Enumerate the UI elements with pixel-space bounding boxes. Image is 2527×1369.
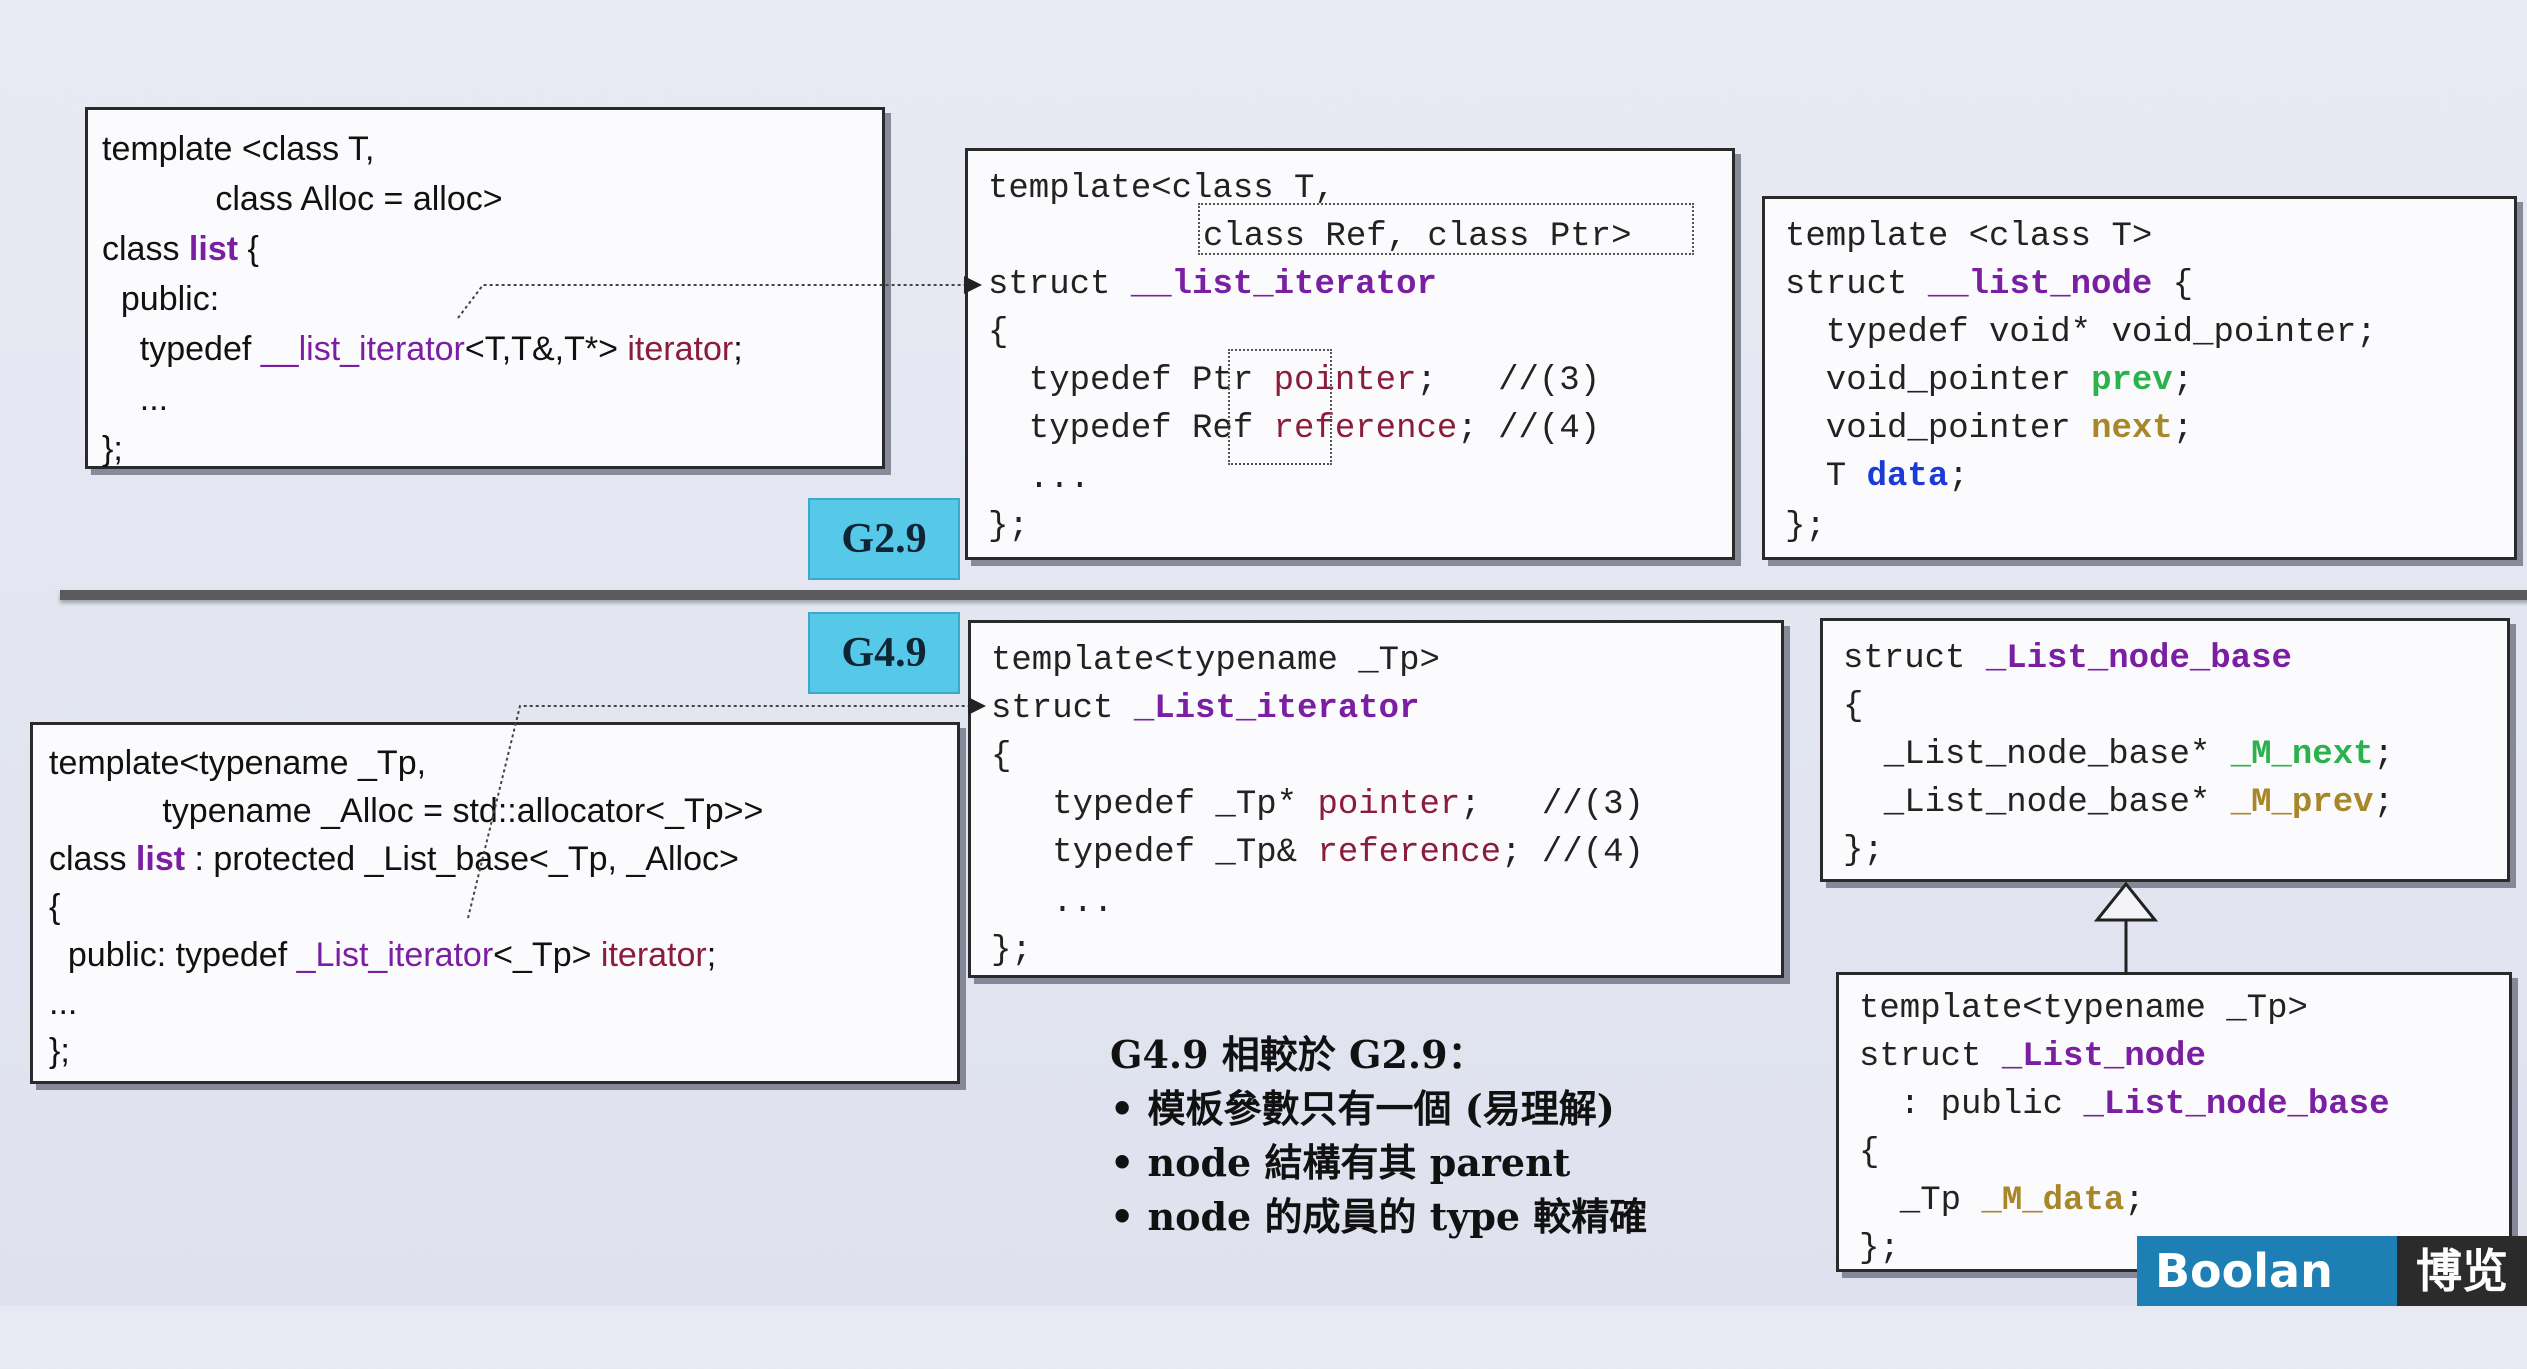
template-params-highlight bbox=[1198, 203, 1694, 255]
g29-list-code-box: template <class T, class Alloc = alloc> … bbox=[85, 107, 885, 469]
g29-list-code: template <class T, class Alloc = alloc> … bbox=[102, 130, 743, 468]
note-item: • 模板參數只有一個 (易理解) bbox=[1110, 1086, 1615, 1131]
comparison-notes: G4.9 相較於 G2.9： • 模板參數只有一個 (易理解) • node 結… bbox=[1110, 1024, 1647, 1240]
g29-iterator-code-box: template<class T, class Ref, class Ptr> … bbox=[965, 148, 1735, 560]
g49-iterator-code-box: template<typename _Tp> struct _List_iter… bbox=[968, 620, 1784, 978]
g49-list-code-box: template<typename _Tp, typename _Alloc =… bbox=[30, 722, 960, 1084]
section-divider bbox=[60, 590, 2527, 600]
g49-node-code: template<typename _Tp> struct _List_node… bbox=[1859, 990, 2390, 1268]
inheritance-triangle-icon bbox=[2093, 881, 2159, 922]
ptr-ref-highlight bbox=[1228, 349, 1332, 465]
g29-version-tag: G2.9 bbox=[808, 498, 960, 580]
g29-node-code-box: template <class T> struct __list_node { … bbox=[1762, 196, 2517, 560]
boolan-logo: Boolan 博览 bbox=[2137, 1236, 2527, 1306]
notes-title: G4.9 相較於 G2.9： bbox=[1110, 1032, 1486, 1077]
g49-node-base-code-box: struct _List_node_base { _List_node_base… bbox=[1820, 618, 2510, 882]
g49-node-code-box: template<typename _Tp> struct _List_node… bbox=[1836, 972, 2512, 1272]
g49-version-tag: G4.9 bbox=[808, 612, 960, 694]
g49-iterator-code: template<typename _Tp> struct _List_iter… bbox=[991, 642, 1644, 970]
g49-list-code: template<typename _Tp, typename _Alloc =… bbox=[49, 744, 764, 1070]
g29-iterator-code: template<class T, class Ref, class Ptr> … bbox=[988, 170, 1632, 546]
g49-node-base-code: struct _List_node_base { _List_node_base… bbox=[1843, 640, 2394, 870]
g29-node-code: template <class T> struct __list_node { … bbox=[1785, 218, 2377, 546]
note-item: • node 的成員的 type 較精確 bbox=[1110, 1194, 1648, 1239]
note-item: • node 結構有其 parent bbox=[1110, 1140, 1571, 1185]
